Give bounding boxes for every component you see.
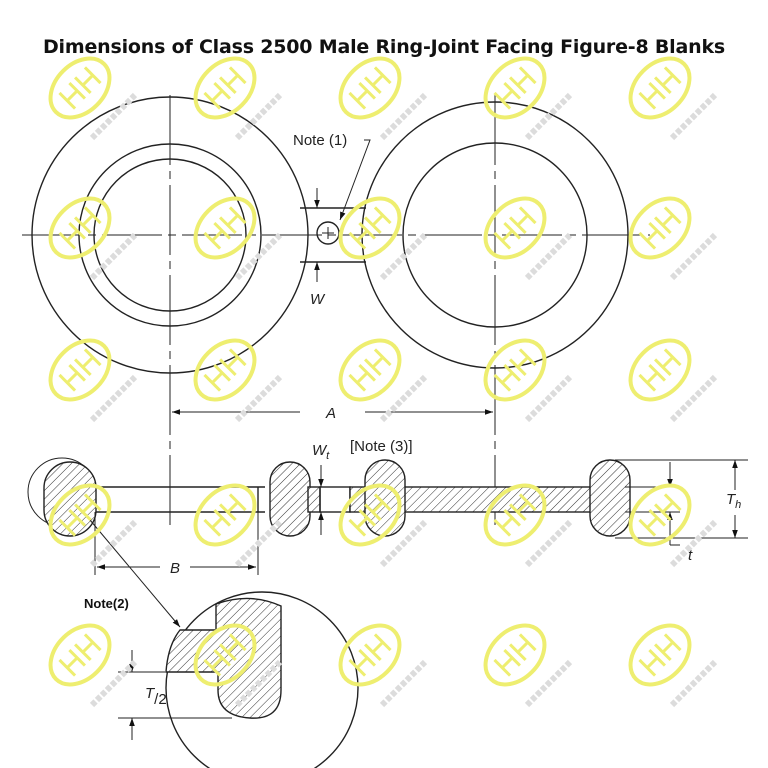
b-dimension: B	[94, 512, 259, 577]
th-label: Th	[726, 491, 741, 511]
note-2: Note(2)	[84, 519, 181, 628]
watermark-logo	[474, 329, 570, 420]
watermark-logo	[39, 187, 135, 278]
section-view	[27, 457, 631, 537]
watermark-logo	[329, 47, 425, 138]
watermark-logo	[329, 329, 425, 420]
center-lines	[22, 95, 650, 530]
watermark-logo	[184, 47, 280, 138]
watermark-logo	[39, 329, 135, 420]
watermark-logo	[329, 614, 425, 705]
w-dimension: W	[310, 188, 326, 308]
watermark-logo	[184, 329, 280, 420]
note-3-label: [Note (3)]	[350, 438, 413, 455]
t-half-label: T/2	[145, 685, 167, 708]
wt-dimension: Wt [Note (3)]	[312, 438, 413, 535]
note-1-label: Note (1)	[293, 132, 347, 149]
w-label: W	[310, 291, 326, 308]
a-dimension: A	[172, 405, 493, 422]
watermark-logo	[619, 187, 715, 278]
detail-view: T/2	[118, 591, 359, 768]
note-2-label: Note(2)	[84, 596, 129, 611]
t-dimension: t	[625, 462, 693, 564]
watermark-logo	[619, 47, 715, 138]
wt-label: Wt	[312, 442, 330, 462]
watermark-logo	[619, 474, 715, 565]
watermark-logo	[619, 614, 715, 705]
watermark-logo	[184, 187, 280, 278]
watermark-logo	[329, 187, 425, 278]
watermark-logo	[39, 614, 135, 705]
t-label: t	[688, 547, 693, 564]
page-title: Dimensions of Class 2500 Male Ring-Joint…	[42, 36, 725, 58]
note-1: Note (1)	[293, 132, 371, 221]
watermark-logo	[474, 47, 570, 138]
watermark-logo	[474, 614, 570, 705]
b-label: B	[170, 560, 180, 577]
watermark-logo	[474, 187, 570, 278]
watermark-logo	[619, 329, 715, 420]
watermark-layer	[39, 47, 715, 705]
a-label: A	[325, 405, 336, 422]
